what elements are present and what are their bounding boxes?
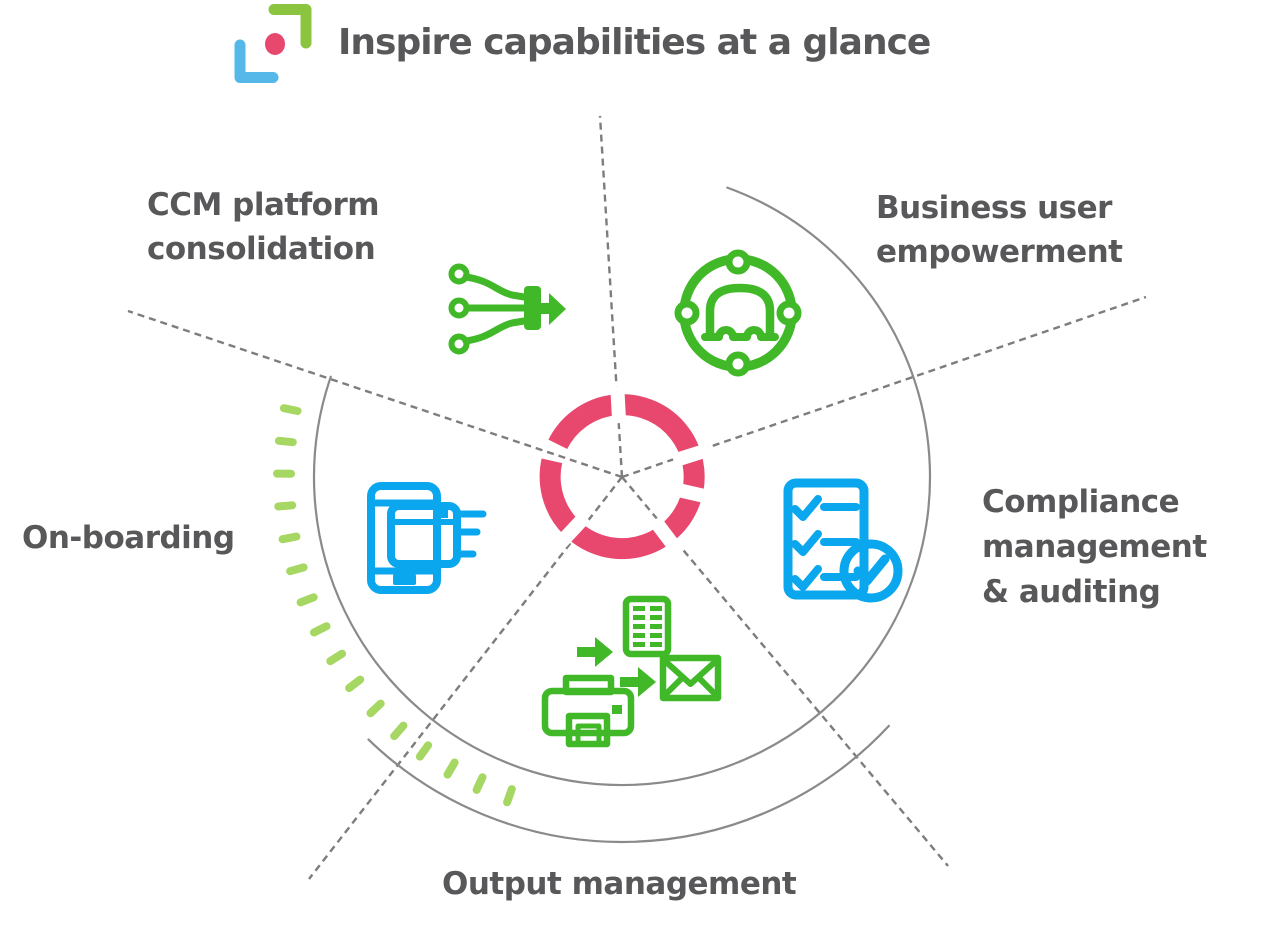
checklist-audit-icon [783,478,903,603]
hub-ring [539,385,713,560]
onboarding-arc-tick [503,785,516,807]
label-line: management [982,529,1207,565]
onboarding-arc-tick [286,563,308,576]
onboarding-arc-tick [472,773,487,794]
outer-circle-arc [312,186,932,787]
ring-gap-tick [648,515,683,554]
mobile-devices-icon [367,482,487,594]
onboarding-arc-tick [278,532,301,544]
label-line: & auditing [982,574,1161,610]
inspire-logo [234,4,312,83]
arrow-to-envelope [620,677,639,687]
onboarding-arc-tick [326,649,347,666]
label-line: Output management [442,866,797,902]
page-title: Inspire capabilities at a glance [338,22,931,63]
divider-line-lower-left [308,476,623,880]
segment-label-ccm: CCM platform consolidation [147,183,380,271]
ring-gap-tick [610,385,627,424]
onboarding-arc-tick [345,675,365,693]
label-line: On-boarding [22,520,235,556]
onboarding-arc-tick [443,758,459,779]
ring-gap-tick [554,511,591,549]
label-line: Compliance [982,484,1180,520]
label-line: empowerment [876,234,1123,270]
label-line: consolidation [147,231,376,267]
printer-icon [541,674,635,748]
onboarding-arc-tick [390,721,408,741]
sheet-cells [633,606,662,647]
label-line: CCM platform [147,187,380,223]
arrow-to-sheet [577,647,596,657]
ring-gap-tick [671,442,711,468]
blue-corner-bracket-icon [234,39,279,83]
print-distribute-icon [541,595,722,748]
ring-gap-tick [673,482,713,505]
divider-line-upper-left [127,309,623,479]
onboarding-arc-tick [296,593,318,607]
output-segment-arc [367,724,890,844]
onboarding-arc-tick [366,699,385,718]
label-line: Business user [876,190,1112,226]
segment-label-compliance: Compliance management & auditing [982,480,1207,615]
onboarding-arc-tick [274,501,297,511]
segment-label-output: Output management [442,862,797,906]
user-network-icon [674,249,802,377]
onboarding-dashed-arc [273,404,516,807]
green-corner-bracket-icon [268,4,312,49]
merge-flows-icon [448,263,566,355]
pink-dot-icon [265,33,285,55]
hub-ring-circle [539,394,705,560]
segment-label-onboarding: On-boarding [22,516,235,560]
envelope-icon [659,654,722,702]
divider-line-upper-right [621,295,1147,479]
onboarding-arc-tick [415,741,433,761]
segment-label-business-user: Business user empowerment [876,186,1123,274]
onboarding-arc-tick [310,622,331,637]
onboarding-arc-tick [279,404,302,415]
onboarding-arc-tick [274,436,297,447]
